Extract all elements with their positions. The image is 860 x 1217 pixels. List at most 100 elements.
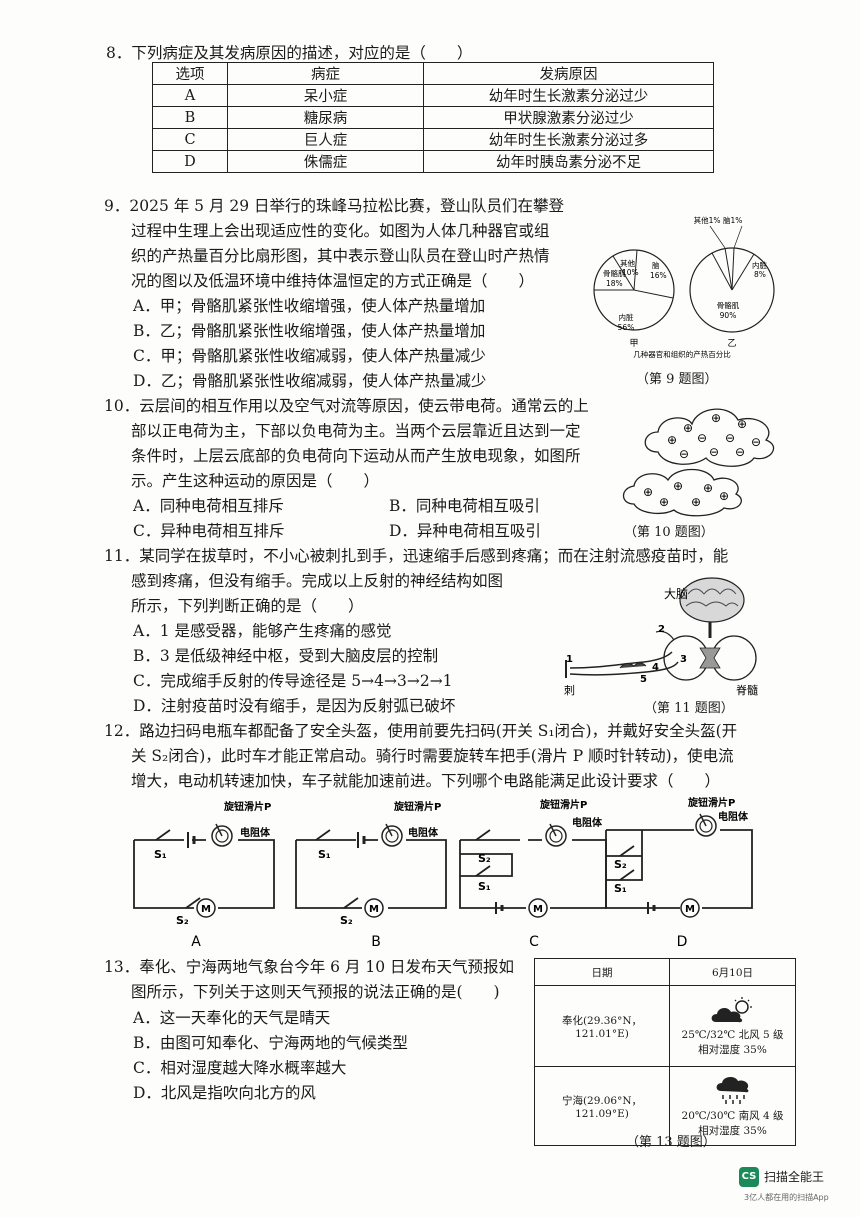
q13-weather-ninghai: 20℃/30℃ 南风 4 级 相对湿度 35% <box>669 1066 796 1146</box>
motor-label: M <box>685 904 695 915</box>
q8-cell: C <box>152 128 228 151</box>
q8-cell: D <box>152 150 228 173</box>
q12-line-2: 关 S₂闭合)，此时车才能正常启动。骑行时需要旋转车把手(滑片 P 顺时针转动)… <box>131 747 734 765</box>
circuit-label: C <box>529 934 539 950</box>
plus-charge: ⊕ <box>691 495 701 509</box>
camscanner-name: 扫描全能王 <box>764 1170 825 1184</box>
switch-label: S₁ <box>154 848 167 861</box>
pie-jia-qita: 其他 <box>620 258 635 268</box>
pie-yi: 其他1% 脑1% 内脏 8% 骨骼肌 90% 乙 <box>689 215 775 349</box>
minus-charge: ⊖ <box>725 431 735 445</box>
q9-line-3: 织的产热量百分比扇形图，其中表示登山队员在登山时产热情 <box>131 247 550 265</box>
plus-charge: ⊕ <box>737 417 747 431</box>
label-3: 3 <box>680 654 687 665</box>
switch-label: S₂ <box>478 852 491 865</box>
pie-yi-gugeji: 骨骼肌 <box>717 300 740 310</box>
label-1: 1 <box>566 654 573 665</box>
minus-charge: ⊖ <box>709 445 719 459</box>
plus-charge: ⊕ <box>703 481 713 495</box>
resistor-label: 电阻体 <box>408 826 439 839</box>
q10-line-2: 部以正电荷为主，下部以负电荷为主。当两个云层靠近且达到一定 <box>131 422 581 440</box>
q8-cell: 幼年时胰岛素分泌不足 <box>423 150 714 173</box>
resistor-label: 电阻体 <box>240 826 271 839</box>
slider-label: 旋钮滑片P <box>223 800 271 813</box>
table-row: 宁海(29.06°N，121.09°E) 20℃/30℃ 南风 4 级 相对湿度… <box>534 1066 796 1146</box>
switch-label: S₁ <box>614 882 627 895</box>
pie-jia: 内脏 56% 骨骼肌 18% 其他 10% 脑 16% 甲 <box>593 249 675 349</box>
brain-shape <box>679 577 745 623</box>
q9-option-a: A．甲；骨骼肌紧张性收缩增强，使人体产热量增加 <box>133 297 486 315</box>
minus-charge: ⊖ <box>735 445 745 459</box>
q13-header-date: 日期 <box>534 958 670 986</box>
table-row: 奉化(29.36°N，121.01°E) 25℃/32℃ 北风 5 级 相对湿度… <box>534 985 796 1067</box>
plus-charge: ⊕ <box>659 495 669 509</box>
q10-line-4: 示。产生这种运动的原因是（ ） <box>131 472 380 490</box>
label-4: 4 <box>652 662 659 673</box>
table-row: D 侏儒症 幼年时胰岛素分泌不足 <box>152 150 714 173</box>
pie-jia-label: 甲 <box>629 338 638 349</box>
q8-cell: 甲状腺激素分泌过少 <box>423 106 714 129</box>
circuit-b: M S₁ S₂ 旋钮滑片P 电阻体 B <box>295 800 447 950</box>
pie-yi-top-labels: 其他1% 脑1% <box>694 215 743 225</box>
q11-reflex-figure: 大脑 脊髓 刺 1 2 3 4 5 <box>560 572 770 697</box>
table-row: A 呆小症 幼年时生长激素分泌过少 <box>152 84 714 107</box>
motor-label: M <box>201 904 211 915</box>
minus-charge: ⊖ <box>697 431 707 445</box>
q10-line-3: 条件时，上层云底部的负电荷向下运动从而产生放电现象，如图所 <box>131 447 581 465</box>
pie-jia-neizang: 内脏 <box>619 312 634 322</box>
q13-place-ninghai: 宁海(29.06°N，121.09°E) <box>534 1066 670 1146</box>
camscanner-tagline: 3亿人都在用的扫描App <box>744 1193 829 1202</box>
q8-cell: A <box>152 84 228 107</box>
q10-option-a: A．同种电荷相互排斥 <box>133 497 284 515</box>
switch-label: S₁ <box>318 848 331 861</box>
slider-label: 旋钮滑片P <box>687 796 735 809</box>
q13-option-b: B．由图可知奉化、宁海两地的气候类型 <box>133 1034 408 1052</box>
label-thorn: 刺 <box>564 684 575 697</box>
q10-option-c: C．异种电荷相互排斥 <box>133 522 285 540</box>
motor-label: M <box>533 904 543 915</box>
label-brain: 大脑 <box>664 587 688 601</box>
table-row: B 糖尿病 甲状腺激素分泌过少 <box>152 106 714 129</box>
slider-label: 旋钮滑片P <box>539 798 587 811</box>
q10-option-d: D．异种电荷相互吸引 <box>389 522 541 540</box>
q8-header-option: 选项 <box>152 62 228 85</box>
circuit-d: M S₂ S₁ 旋钮滑片P 电阻体 D <box>605 796 753 950</box>
q13-fenghua-humidity: 相对湿度 35% <box>698 1043 767 1056</box>
q10-cloud-figure: ⊕ ⊕ ⊕ ⊕ ⊖ ⊖ ⊖ ⊖ ⊖ ⊖ ⊕ ⊕ ⊕ ⊕ ⊕ ⊕ <box>618 392 798 520</box>
q11-line-1: 11．某同学在拔草时，不小心被刺扎到手，迅速缩手后感到疼痛；而在注射流感疫苗时，… <box>104 547 729 565</box>
plus-charge: ⊕ <box>667 433 677 447</box>
lower-cloud <box>622 468 742 517</box>
circuit-label: D <box>677 934 688 950</box>
q13-header-day: 6月10日 <box>669 958 796 986</box>
q11-caption: （第 11 题图） <box>644 701 734 716</box>
q13-line-1: 13．奉化、宁海两地气象台今年 6 月 10 日发布天气预报如 <box>104 958 515 976</box>
q11-option-b: B．3 是低级神经中枢，受到大脑皮层的控制 <box>133 647 439 665</box>
q12-line-1: 12．路边扫码电瓶车都配备了安全头盔，使用前要先扫码(开关 S₁闭合)，并戴好安… <box>104 722 738 740</box>
pie-jia-gugeji-value: 18% <box>606 279 623 288</box>
q11-option-a: A．1 是感受器，能够产生疼痛的感觉 <box>133 622 392 640</box>
plus-charge: ⊕ <box>643 485 653 499</box>
pie-yi-gugeji-value: 90% <box>720 311 737 320</box>
q13-ninghai-humidity: 相对湿度 35% <box>698 1124 767 1137</box>
q8-stem: 8．下列病症及其发病原因的描述，对应的是（ ） <box>106 44 473 62</box>
q8-cell: 巨人症 <box>227 128 424 151</box>
rain-cloud-icon <box>716 1076 748 1104</box>
q11-line-3: 所示，下列判断正确的是（ ） <box>131 597 364 615</box>
table-row: C 巨人症 幼年时生长激素分泌过多 <box>152 128 714 151</box>
pie-yi-label: 乙 <box>727 338 736 349</box>
circuit-a: M S₁ S₂ 旋钮滑片P 电阻体 A <box>133 800 275 950</box>
q8-cell: 呆小症 <box>227 84 424 107</box>
q13-option-a: A．这一天奉化的天气是晴天 <box>133 1009 331 1027</box>
pie-jia-nao-value: 16% <box>650 271 667 280</box>
q13-fenghua-forecast: 25℃/32℃ 北风 5 级 <box>681 1028 784 1041</box>
plus-charge: ⊕ <box>683 421 693 435</box>
q8-header-disease: 病症 <box>227 62 424 85</box>
label-2: 2 <box>658 624 665 635</box>
switch-label: S₂ <box>340 914 353 927</box>
q13-option-d: D．北风是指吹向北方的风 <box>133 1084 316 1102</box>
q13-place-fenghua: 奉化(29.36°N，121.01°E) <box>534 985 670 1067</box>
switch-label: S₂ <box>614 858 627 871</box>
pie-jia-gugeji: 骨骼肌 <box>603 268 626 278</box>
q12-circuits-figure: M S₁ S₂ 旋钮滑片P 电阻体 A M S₁ S₂ 旋钮滑片P 电阻体 B <box>126 796 786 954</box>
plus-charge: ⊕ <box>711 411 721 425</box>
